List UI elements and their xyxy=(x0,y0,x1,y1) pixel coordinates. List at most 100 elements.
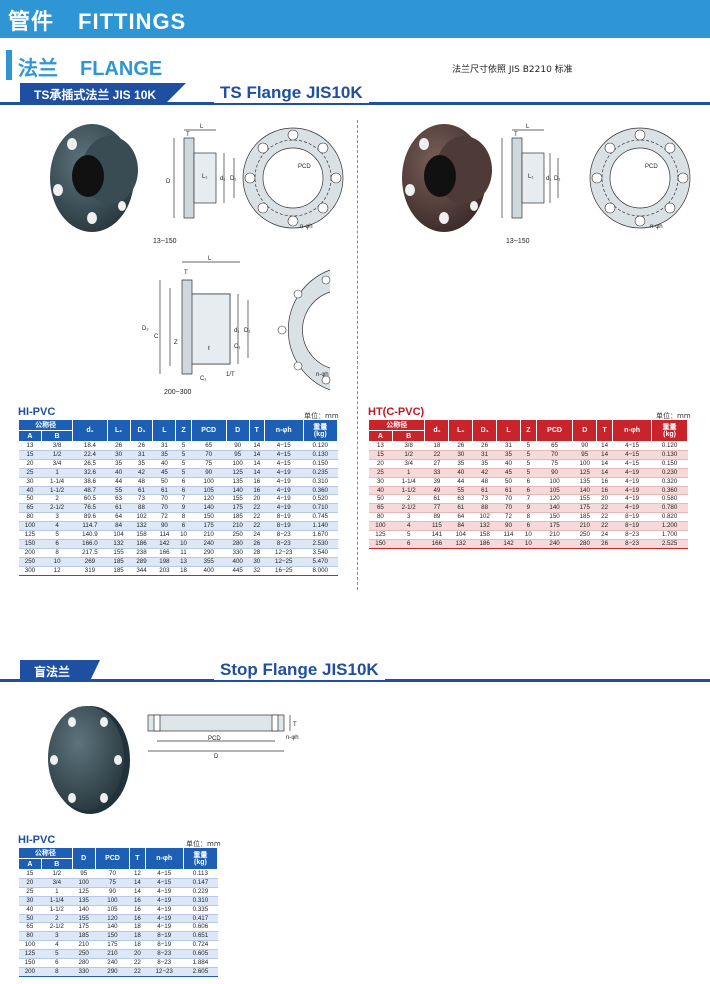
table-cell: 14 xyxy=(249,468,265,478)
ht-table-unit: 单位：mm xyxy=(656,412,691,420)
table-cell: 48 xyxy=(472,477,497,487)
table-cell: 1-1/4 xyxy=(41,896,73,906)
table-cell: 210 xyxy=(72,940,96,951)
table-cell: 4−19 xyxy=(612,503,652,514)
table-cell: 166.0 xyxy=(72,539,108,549)
table-cell: 200 xyxy=(18,967,42,977)
hi-table-label: HI-PVC xyxy=(18,406,56,418)
table-cell: 150 xyxy=(368,539,393,549)
table-cell: 84 xyxy=(448,521,473,532)
table-cell: 100 xyxy=(18,521,42,532)
table-cell: 70 xyxy=(496,503,521,514)
ts-flange-title: TS Flange JIS10K xyxy=(214,83,369,103)
label-T: T xyxy=(293,722,297,728)
column-header: D xyxy=(71,847,96,870)
ts-hi-range: 13~150 xyxy=(153,238,177,245)
table-cell: 42 xyxy=(472,468,497,478)
table-cell: 210 xyxy=(95,949,130,960)
table-cell: 22.4 xyxy=(72,450,108,460)
hi-pvc-flange-photo xyxy=(50,124,138,232)
table-cell: 3/4 xyxy=(41,459,73,469)
table-cell: 0.120 xyxy=(651,441,688,451)
table-cell: 175 xyxy=(72,922,96,933)
table-cell: 125 xyxy=(18,530,42,540)
table-cell: 5 xyxy=(175,459,192,469)
table-cell: 2-1/2 xyxy=(41,503,73,514)
table-cell: 125 xyxy=(72,887,96,897)
column-header: 公称径 xyxy=(17,419,74,431)
table-cell: 250 xyxy=(572,530,597,540)
table-cell: 8−19 xyxy=(612,512,652,523)
table-cell: 26 xyxy=(448,441,473,451)
table-cell: 65 xyxy=(18,503,42,514)
table-cell: 16 xyxy=(129,905,146,915)
table-cell: 22 xyxy=(129,958,146,968)
table-cell: 0.780 xyxy=(651,503,688,514)
table-cell: 76.5 xyxy=(72,503,108,514)
label-L: L xyxy=(200,124,204,130)
table-cell: 26 xyxy=(107,441,131,451)
table-cell: 5 xyxy=(392,530,425,540)
table-cell: 150 xyxy=(191,512,227,523)
table-cell: 70 xyxy=(496,494,521,505)
table-cell: 4 xyxy=(41,940,73,951)
table-cell: 26 xyxy=(472,441,497,451)
stop-table-unit: 单位：mm xyxy=(186,840,221,848)
table-cell: 11 xyxy=(175,548,192,558)
table-cell: 16 xyxy=(596,477,613,487)
table-cell: 6 xyxy=(392,539,425,549)
ht-table-label: HT(C-PVC) xyxy=(368,406,425,418)
ts-flange-drawing-ht: L T D d₁ D₁ L₁ PCD n-φh 13~150 xyxy=(498,124,691,245)
table-cell: 75 xyxy=(191,459,227,469)
table-cell: 42 xyxy=(130,468,153,478)
table-cell: 20 xyxy=(596,494,613,505)
table-cell: 40 xyxy=(448,468,473,478)
table-cell: 140 xyxy=(226,486,250,496)
table-cell: 100 xyxy=(572,459,597,469)
table-cell: 135 xyxy=(226,477,250,487)
table-cell: 4−19 xyxy=(612,468,652,478)
label-C: C xyxy=(154,334,159,340)
table-cell: 22 xyxy=(249,512,265,523)
table-cell: 200 xyxy=(18,548,42,558)
ts-flange-drawing-small: L T D d₁ D₁ L₁ PCD n-φh 13~150 xyxy=(153,124,344,245)
table-cell: 26 xyxy=(249,539,265,549)
table-cell: 95 xyxy=(572,450,597,460)
label-D1: D₁ xyxy=(244,328,250,334)
table-cell: 50 xyxy=(368,494,393,505)
column-subheader: A xyxy=(368,430,393,442)
table-cell: 155 xyxy=(107,548,131,558)
column-subheader: A xyxy=(18,430,42,442)
table-cell: 280 xyxy=(226,539,250,549)
table-cell: 132 xyxy=(130,521,153,532)
table-cell: 95 xyxy=(226,450,250,460)
column-header: PCD xyxy=(190,419,227,442)
table-cell: 35 xyxy=(472,459,497,469)
table-cell: 400 xyxy=(191,566,227,576)
table-cell: 30 xyxy=(448,450,473,460)
table-cell: 90 xyxy=(496,521,521,532)
table-cell: 35 xyxy=(152,450,176,460)
table-cell: 32 xyxy=(249,566,265,576)
column-subheader: B xyxy=(40,858,73,870)
table-cell: 0.150 xyxy=(303,459,338,469)
table-cell: 48.7 xyxy=(72,486,108,496)
label-T: T xyxy=(186,132,190,138)
table-cell: 3.540 xyxy=(303,548,338,558)
table-cell: 166 xyxy=(424,539,449,549)
table-cell: 290 xyxy=(191,548,227,558)
table-cell: 22 xyxy=(249,503,265,514)
table-cell: 185 xyxy=(107,566,131,576)
table-cell: 35 xyxy=(496,450,521,460)
table-cell: 140 xyxy=(72,905,96,915)
table-cell: 26 xyxy=(596,539,613,549)
table-cell: 45 xyxy=(152,468,176,478)
table-cell: 1/2 xyxy=(41,869,73,879)
